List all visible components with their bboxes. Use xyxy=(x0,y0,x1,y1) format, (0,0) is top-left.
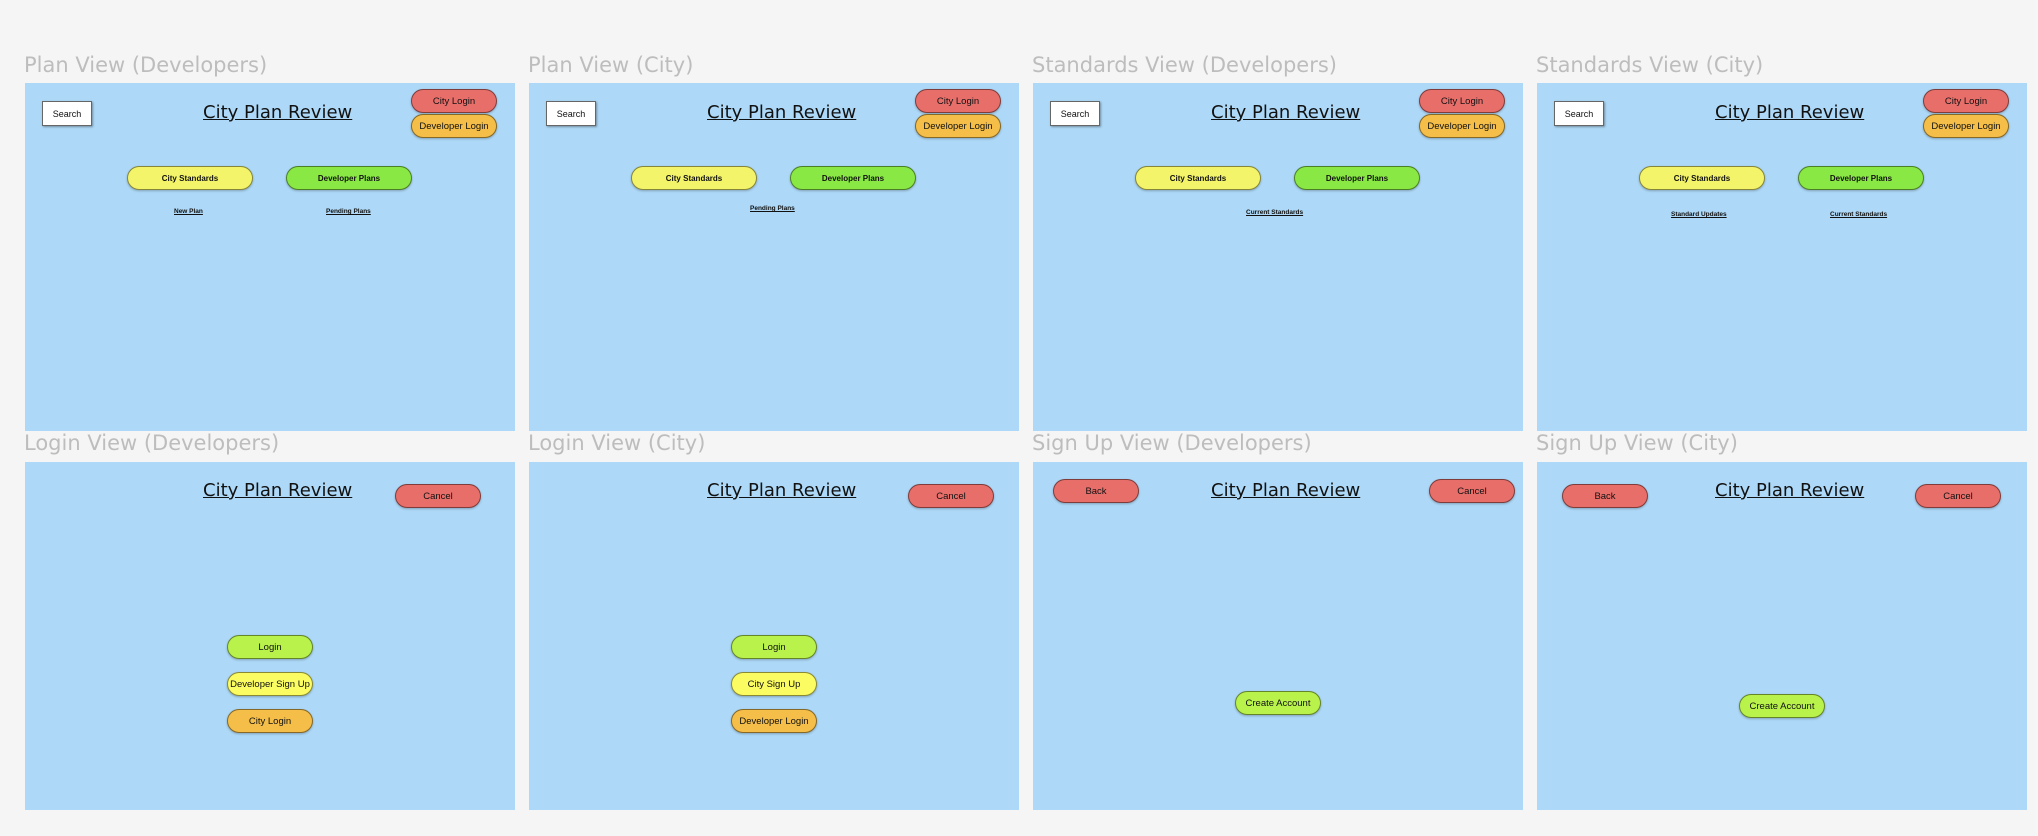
page-title: City Plan Review xyxy=(1715,102,1865,123)
city-login-button[interactable]: City Login xyxy=(411,89,497,113)
developer-plans-button[interactable]: Developer Plans xyxy=(286,166,412,190)
page-title: City Plan Review xyxy=(203,102,353,123)
frame-login-view-developers: City Plan Review Cancel Login Developer … xyxy=(25,462,515,810)
frame-title-sign-up-view-developers: Sign Up View (Developers) xyxy=(1032,431,1312,455)
login-button[interactable]: Login xyxy=(731,635,817,659)
page-title: City Plan Review xyxy=(1211,102,1361,123)
current-standards-link[interactable]: Current Standards xyxy=(1246,209,1304,216)
current-standards-link[interactable]: Current Standards xyxy=(1830,211,1888,218)
frame-title-standards-view-city: Standards View (City) xyxy=(1536,53,1764,77)
city-standards-button[interactable]: City Standards xyxy=(1135,166,1261,190)
page-title: City Plan Review xyxy=(707,480,857,501)
page-title: City Plan Review xyxy=(1211,480,1361,501)
frame-title-sign-up-view-city: Sign Up View (City) xyxy=(1536,431,1738,455)
search-button[interactable]: Search xyxy=(1050,101,1100,126)
developer-login-button[interactable]: Developer Login xyxy=(411,114,497,138)
city-standards-button[interactable]: City Standards xyxy=(1639,166,1765,190)
developer-login-button[interactable]: Developer Login xyxy=(1923,114,2009,138)
developer-plans-button[interactable]: Developer Plans xyxy=(790,166,916,190)
frame-sign-up-view-developers: Back City Plan Review Cancel Create Acco… xyxy=(1033,462,1523,810)
frame-title-plan-view-developers: Plan View (Developers) xyxy=(24,53,268,77)
city-login-button[interactable]: City Login xyxy=(1923,89,2009,113)
frame-sign-up-view-city: Back City Plan Review Cancel Create Acco… xyxy=(1537,462,2027,810)
back-button[interactable]: Back xyxy=(1053,479,1139,503)
developer-login-button[interactable]: Developer Login xyxy=(1419,114,1505,138)
page-title: City Plan Review xyxy=(203,480,353,501)
frame-title-login-view-developers: Login View (Developers) xyxy=(24,431,280,455)
search-button[interactable]: Search xyxy=(42,101,92,126)
page-title: City Plan Review xyxy=(707,102,857,123)
developer-plans-button[interactable]: Developer Plans xyxy=(1798,166,1924,190)
search-button[interactable]: Search xyxy=(1554,101,1604,126)
city-login-button[interactable]: City Login xyxy=(1419,89,1505,113)
frame-title-login-view-city: Login View (City) xyxy=(528,431,706,455)
page-title: City Plan Review xyxy=(1715,480,1865,501)
city-login-button[interactable]: City Login xyxy=(227,709,313,733)
frame-title-standards-view-developers: Standards View (Developers) xyxy=(1032,53,1337,77)
pending-plans-link[interactable]: Pending Plans xyxy=(326,208,371,215)
back-button[interactable]: Back xyxy=(1562,484,1648,508)
city-sign-up-button[interactable]: City Sign Up xyxy=(731,672,817,696)
login-button[interactable]: Login xyxy=(227,635,313,659)
new-plan-link[interactable]: New Plan xyxy=(174,208,203,215)
create-account-button[interactable]: Create Account xyxy=(1739,694,1825,718)
cancel-button[interactable]: Cancel xyxy=(908,484,994,508)
frame-login-view-city: City Plan Review Cancel Login City Sign … xyxy=(529,462,1019,810)
developer-login-button[interactable]: Developer Login xyxy=(915,114,1001,138)
frame-standards-view-developers: Search City Plan Review City Login Devel… xyxy=(1033,83,1523,431)
cancel-button[interactable]: Cancel xyxy=(1915,484,2001,508)
frame-plan-view-city: Search City Plan Review City Login Devel… xyxy=(529,83,1019,431)
search-button[interactable]: Search xyxy=(546,101,596,126)
city-standards-button[interactable]: City Standards xyxy=(127,166,253,190)
standard-updates-link[interactable]: Standard Updates xyxy=(1671,211,1727,218)
city-login-button[interactable]: City Login xyxy=(915,89,1001,113)
developer-plans-button[interactable]: Developer Plans xyxy=(1294,166,1420,190)
cancel-button[interactable]: Cancel xyxy=(395,484,481,508)
developer-login-button[interactable]: Developer Login xyxy=(731,709,817,733)
create-account-button[interactable]: Create Account xyxy=(1235,691,1321,715)
city-standards-button[interactable]: City Standards xyxy=(631,166,757,190)
developer-sign-up-button[interactable]: Developer Sign Up xyxy=(227,672,313,696)
frame-plan-view-developers: Search City Plan Review City Login Devel… xyxy=(25,83,515,431)
cancel-button[interactable]: Cancel xyxy=(1429,479,1515,503)
frame-standards-view-city: Search City Plan Review City Login Devel… xyxy=(1537,83,2027,431)
frame-title-plan-view-city: Plan View (City) xyxy=(528,53,694,77)
pending-plans-link[interactable]: Pending Plans xyxy=(750,205,795,212)
